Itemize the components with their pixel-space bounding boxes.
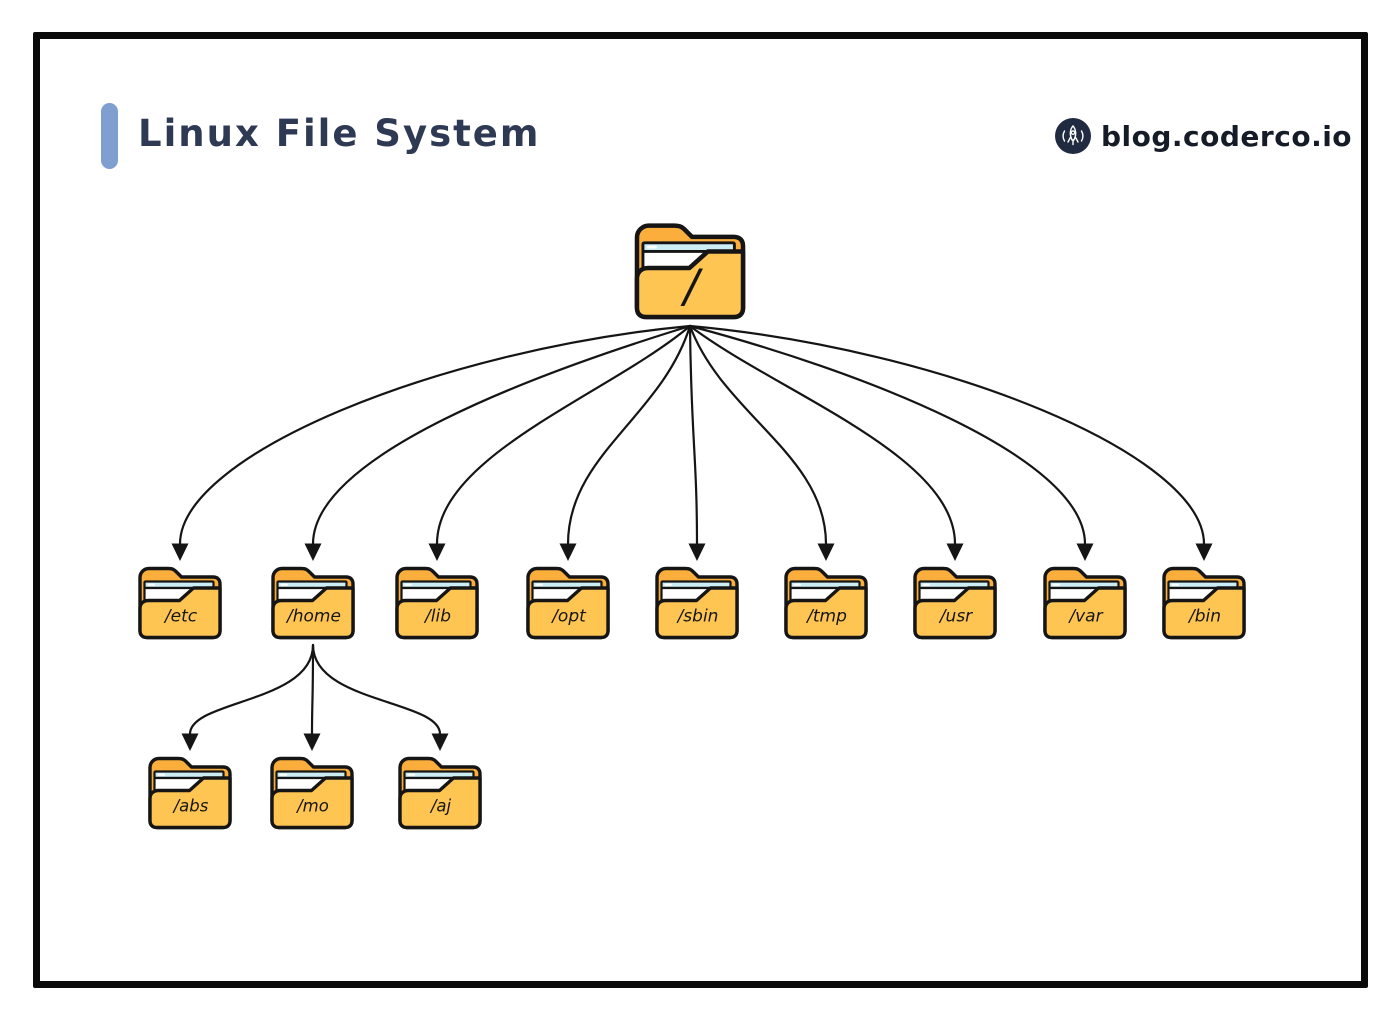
folder-front-shape — [784, 586, 868, 640]
folder-label: /var — [1067, 607, 1103, 627]
folder-node-aj: /aj — [397, 753, 483, 831]
arrowhead-home-to-abs — [181, 733, 199, 751]
folder-label: /opt — [550, 607, 587, 627]
folder-node-var: /var — [1042, 563, 1128, 641]
arrow-root-to-opt — [566, 324, 692, 546]
folder-node-bin: /bin — [1161, 563, 1247, 641]
arrow-root-to-tmp — [688, 324, 828, 546]
folder-front-shape — [1043, 586, 1127, 640]
folder-front-shape — [138, 586, 222, 640]
arrowhead-home-to-aj — [431, 733, 449, 751]
folder-icon: /var — [1043, 566, 1127, 640]
arrowhead-root-to-opt — [559, 543, 577, 561]
folder-label: /lib — [423, 607, 451, 627]
folder-node-root: / — [633, 218, 747, 322]
folder-label: /sbin — [676, 607, 719, 627]
folder-node-tmp: /tmp — [783, 563, 869, 641]
arrowhead-home-to-mo — [303, 733, 321, 751]
folder-node-usr: /usr — [912, 563, 998, 641]
folder-label: /abs — [172, 797, 209, 816]
folder-icon: /lib — [395, 566, 479, 640]
arrow-root-to-var — [688, 324, 1087, 546]
arrowhead-root-to-tmp — [817, 543, 835, 561]
folder-node-sbin: /sbin — [654, 563, 740, 641]
arrow-root-to-etc — [178, 324, 692, 546]
arrow-root-to-bin — [688, 324, 1206, 546]
arrow-home-to-aj — [311, 643, 442, 736]
folder-icon: /sbin — [655, 566, 739, 640]
folder-label: /bin — [1187, 607, 1221, 627]
folder-front-shape — [1162, 586, 1246, 640]
folder-icon: /usr — [913, 566, 997, 640]
arrowhead-root-to-lib — [428, 543, 446, 561]
folder-front-shape — [655, 586, 739, 640]
folder-icon: /mo — [270, 756, 354, 830]
folder-icon: /home — [271, 566, 355, 640]
folder-label: /etc — [163, 607, 198, 627]
folder-icon: /opt — [526, 566, 610, 640]
folder-front-shape — [270, 776, 354, 830]
arrowhead-root-to-sbin — [688, 543, 706, 561]
folder-front-shape — [148, 776, 232, 830]
arrowhead-root-to-etc — [171, 543, 189, 561]
folder-label: /aj — [429, 797, 452, 816]
arrow-root-to-sbin — [688, 324, 699, 546]
title-accent-bar — [101, 103, 118, 169]
folder-node-lib: /lib — [394, 563, 480, 641]
rocket-logo-icon — [1055, 118, 1091, 154]
folder-icon: /abs — [148, 756, 232, 830]
folder-front-shape — [271, 586, 355, 640]
arrow-root-to-home — [311, 324, 692, 546]
folder-label: /home — [285, 607, 341, 627]
folder-icon: /bin — [1162, 566, 1246, 640]
folder-node-mo: /mo — [269, 753, 355, 831]
folder-label: /tmp — [805, 607, 847, 627]
folder-label: /mo — [295, 797, 329, 816]
page-title: Linux File System — [138, 112, 541, 155]
arrow-home-to-abs — [188, 643, 315, 736]
folder-node-abs: /abs — [147, 753, 233, 831]
folder-icon: /aj — [398, 756, 482, 830]
arrowhead-root-to-home — [304, 543, 322, 561]
folder-node-etc: /etc — [137, 563, 223, 641]
folder-icon: /tmp — [784, 566, 868, 640]
arrow-root-to-lib — [435, 324, 692, 546]
folder-icon: / — [634, 223, 746, 320]
brand-label: blog.coderco.io — [1101, 119, 1353, 153]
brand: blog.coderco.io — [1054, 117, 1352, 155]
arrowhead-root-to-usr — [946, 543, 964, 561]
folder-node-opt: /opt — [525, 563, 611, 641]
folder-node-home: /home — [270, 563, 356, 641]
folder-front-shape — [526, 586, 610, 640]
folder-front-shape — [398, 776, 482, 830]
arrowhead-root-to-var — [1076, 543, 1094, 561]
arrow-root-to-usr — [688, 324, 957, 546]
folder-icon: /etc — [138, 566, 222, 640]
arrowhead-root-to-bin — [1195, 543, 1213, 561]
arrow-home-to-mo — [310, 643, 315, 736]
folder-front-shape — [634, 249, 746, 320]
folder-front-shape — [395, 586, 479, 640]
folder-front-shape — [913, 586, 997, 640]
folder-label: /usr — [938, 607, 973, 627]
